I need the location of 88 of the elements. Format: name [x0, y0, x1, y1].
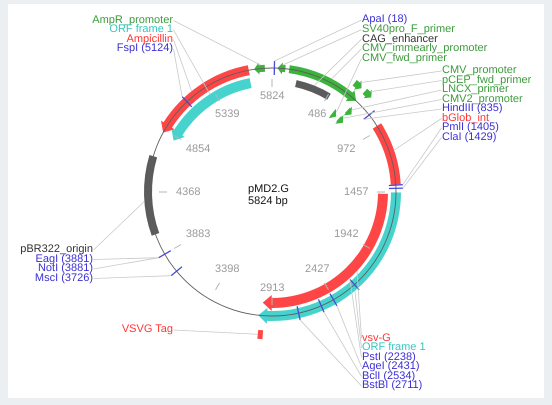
leader-line	[173, 330, 258, 335]
cut-site-tick	[170, 266, 182, 276]
leader-line	[354, 290, 362, 348]
origin-segment	[295, 80, 331, 100]
leader-line	[331, 48, 362, 80]
position-label: 972	[337, 144, 356, 155]
leader-line	[351, 90, 442, 110]
leader-line	[173, 39, 192, 92]
feature-segment	[328, 108, 336, 118]
leader-line	[370, 80, 442, 92]
feature-label: VSVG Tag	[122, 325, 173, 335]
position-label: 5824	[260, 90, 284, 102]
cut-site-tick	[274, 61, 276, 76]
leader-line	[173, 20, 261, 66]
cut-site-tick	[363, 110, 376, 120]
position-label: 1457	[344, 186, 368, 198]
feature-label: CMV_fwd_primer	[362, 54, 447, 64]
leader-line	[173, 30, 210, 94]
enzyme-label: EagI (3881)	[36, 254, 93, 264]
feature-label: Ampicillin	[126, 34, 173, 44]
feature-label: bGlob_int	[442, 114, 490, 124]
leader-line	[336, 305, 362, 368]
feature-label: ORF frame 1	[362, 343, 426, 353]
plasmid-name: pMD2.G	[248, 184, 289, 195]
leader-line	[93, 257, 160, 270]
enzyme-label: BstBI (2711)	[362, 381, 422, 391]
position-label: 2913	[260, 282, 284, 294]
feature-segment	[171, 78, 252, 141]
enzyme-label: AgeI (2431)	[362, 362, 420, 372]
feature-label: ORF frame 1	[109, 25, 173, 35]
position-label: 486	[308, 108, 326, 120]
enzyme-label: FspI (5124)	[116, 44, 173, 54]
leader-line	[349, 278, 362, 358]
leader-line	[402, 137, 442, 189]
enzyme-label: NotI (3881)	[38, 264, 93, 274]
leader-line	[363, 108, 442, 120]
cut-site-tick	[158, 250, 172, 258]
position-label: 3883	[186, 229, 210, 240]
feature-segment	[254, 62, 266, 75]
leader-line	[274, 20, 362, 62]
origin-segment	[144, 155, 160, 236]
leader-line	[173, 48, 183, 98]
leader-line	[324, 312, 362, 377]
leader-line	[336, 58, 362, 113]
feature-segment	[362, 88, 372, 98]
enzyme-label: ClaI (1429)	[442, 132, 496, 142]
feature-label: pBR322_origin	[20, 245, 93, 255]
leader-line	[93, 275, 172, 279]
enzyme-label: PmlI (1405)	[442, 123, 499, 133]
feature-label: SV40pro_F_primer	[362, 24, 455, 34]
enzyme-label: ApaI (18)	[362, 15, 408, 25]
feature-label: pCEP_fwd_primer	[442, 76, 532, 86]
leader-line	[402, 128, 442, 186]
feature-label: LNCX_primer	[442, 85, 509, 95]
position-label: 4368	[176, 186, 200, 198]
feature-segment	[344, 106, 352, 116]
leader-line	[394, 118, 442, 151]
feature-label: CAG_enhancer	[362, 34, 438, 44]
feature-label: AmpR_promoter	[92, 16, 173, 26]
leader-line	[282, 29, 362, 66]
feature-segment	[352, 80, 362, 90]
feature-segment	[372, 123, 401, 185]
enzyme-label: BclI (2534)	[362, 372, 416, 382]
leader-line	[314, 38, 362, 86]
leader-line	[356, 270, 362, 339]
position-label: 4854	[186, 144, 210, 155]
feature-label: CMV2_promoter	[442, 94, 523, 104]
cut-site-tick	[388, 187, 403, 190]
tag-marker	[257, 330, 264, 340]
position-label: 3398	[215, 264, 240, 276]
feature-segment	[277, 62, 286, 74]
feature-label: CMV_promoter	[442, 66, 517, 76]
position-label: 5339	[215, 108, 240, 120]
enzyme-label: PstI (2238)	[362, 352, 416, 362]
feature-segment	[335, 114, 344, 124]
position-label: 2427	[305, 264, 330, 276]
leader-line	[93, 200, 145, 250]
leader-line	[342, 99, 442, 119]
plasmid-size: 5824 bp	[248, 196, 288, 207]
feature-label: CMV_immearly_promoter	[362, 44, 488, 54]
feature-segment	[288, 65, 356, 102]
feature-label: vsv-G	[362, 334, 391, 344]
position-label: 1942	[334, 229, 359, 240]
leader-line	[360, 70, 442, 84]
enzyme-label: MscI (3726)	[34, 274, 93, 284]
cut-site-tick	[388, 184, 403, 186]
enzyme-label: HindIII (835)	[442, 104, 503, 114]
feature-segment	[161, 65, 250, 133]
